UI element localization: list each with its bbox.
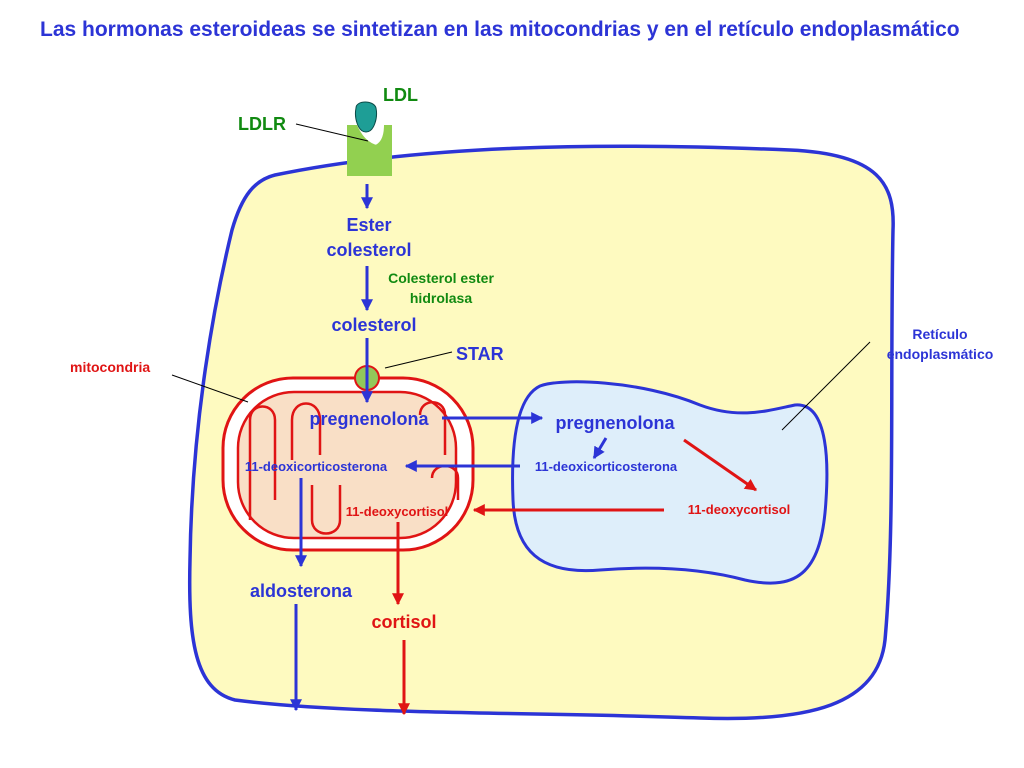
label-doc-mito: 11-deoxicorticosterona: [245, 459, 388, 474]
label-ester-line2: colesterol: [326, 240, 411, 260]
label-cortisol: cortisol: [371, 612, 436, 632]
page-title: Las hormonas esteroideas se sintetizan e…: [40, 18, 960, 41]
label-mitochondria: mitocondria: [70, 359, 150, 375]
label-ldlr: LDLR: [238, 114, 286, 134]
arrow-preg-to-doc-er: [592, 437, 608, 460]
label-er-line1: Retículo: [912, 326, 967, 342]
mitochondria-pointer: [171, 374, 249, 403]
label-dcort-mito: 11-deoxycortisol: [346, 504, 449, 519]
label-doc-er: 11-deoxicorticosterona: [535, 459, 678, 474]
endoplasmic-reticulum: [511, 380, 829, 585]
ldl-receptor-right: [372, 125, 392, 176]
label-pregnenolone-er: pregnenolona: [555, 413, 675, 433]
label-aldosterone: aldosterona: [250, 581, 353, 601]
label-ester-line1: Ester: [346, 215, 391, 235]
mitochondria: [221, 376, 475, 552]
ldl-particle: [355, 101, 377, 133]
arrow-preg-to-dcort-er: [683, 438, 757, 492]
label-dcort-er: 11-deoxycortisol: [688, 502, 791, 517]
ldlr-pointer: [295, 123, 369, 142]
label-enzyme-line2: hidrolasa: [410, 290, 472, 306]
label-pregnenolone-mito: pregnenolona: [309, 409, 429, 429]
star-pointer: [384, 351, 453, 369]
label-er-line2: endoplasmático: [887, 346, 994, 362]
label-enzyme-line1: Colesterol ester: [388, 270, 494, 286]
label-star: STAR: [456, 344, 504, 364]
label-ldl: LDL: [383, 85, 418, 105]
er-pointer: [781, 341, 871, 431]
label-cholesterol: colesterol: [331, 315, 416, 335]
